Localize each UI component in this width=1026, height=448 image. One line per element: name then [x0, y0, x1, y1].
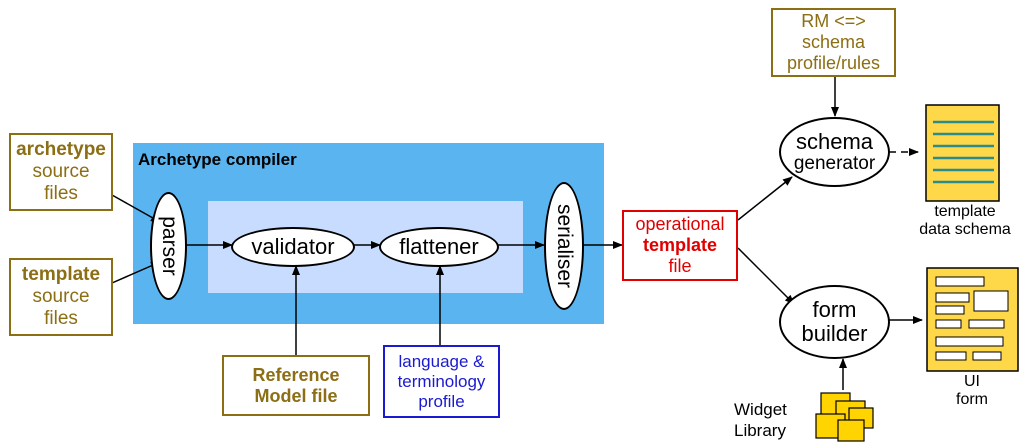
flattener-label: flattener [399, 234, 479, 259]
ui-form-document [926, 267, 1019, 372]
ui-form-line2: form [956, 390, 988, 408]
reference-model-line1: Reference [252, 364, 340, 385]
widget-library-icon [815, 392, 874, 442]
language-profile-line2: terminology [397, 371, 486, 391]
serialiser-label: serialiser [553, 203, 576, 289]
operational-template-file-box: operational template file [622, 210, 738, 281]
language-profile-line1: language & [398, 351, 485, 371]
operational-template-line3: file [668, 256, 692, 276]
reference-model-line2: Model file [254, 385, 338, 406]
rm-schema-line2: schema [801, 32, 866, 52]
widget-library-line2: Library [734, 421, 786, 441]
form-builder-line2: builder [801, 321, 868, 346]
compiler-title: Archetype compiler [138, 150, 297, 169]
parser-label: parser [157, 216, 181, 276]
connectors [111, 76, 923, 390]
reference-model-file-box: Reference Model file [222, 355, 370, 416]
widget-library-label: Widget Library [734, 399, 810, 442]
archetype-source-label-line3: files [44, 183, 78, 204]
ui-form-caption: UI form [934, 373, 1010, 408]
template-source-label-line2: source [32, 286, 90, 307]
ui-form-line1: UI [964, 373, 980, 390]
widget-library-line1: Widget [734, 400, 787, 419]
template-data-schema-document [925, 104, 1000, 202]
operational-template-line1: operational [635, 214, 725, 234]
archetype-source-label-line2: source [32, 161, 90, 182]
data-schema-line2: data schema [919, 220, 1011, 238]
template-data-schema-caption: template data schema [906, 203, 1024, 238]
serialiser-node: serialiser [544, 182, 584, 310]
schema-generator-node: schema generator [779, 117, 890, 187]
operational-template-line2: template [642, 235, 718, 255]
flattener-node: flattener [379, 227, 499, 267]
form-builder-node: form builder [779, 285, 890, 359]
language-terminology-profile-box: language & terminology profile [383, 345, 500, 418]
schema-generator-line1: schema [795, 129, 874, 155]
validator-node: validator [231, 227, 355, 267]
template-source-files-box: template source files [9, 258, 113, 336]
archetype-source-label-bold: archetype [16, 139, 106, 160]
rm-schema-line3: profile/rules [786, 53, 881, 73]
template-source-label-bold: template [21, 264, 101, 285]
rm-schema-profile-box: RM <=> schema profile/rules [771, 8, 896, 77]
schema-generator-line2: generator [793, 152, 876, 174]
language-profile-line3: profile [418, 391, 465, 411]
validator-label: validator [251, 234, 335, 259]
archetype-source-files-box: archetype source files [9, 133, 113, 211]
data-schema-line1: template [934, 203, 996, 220]
form-builder-line1: form [812, 296, 857, 322]
parser-node: parser [150, 192, 187, 300]
template-source-label-line3: files [44, 308, 78, 329]
rm-schema-line1: RM <=> [801, 11, 866, 31]
